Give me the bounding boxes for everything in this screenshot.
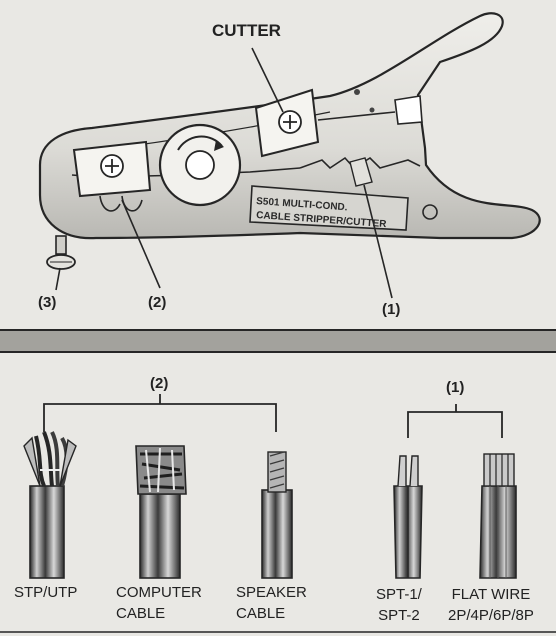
leader-cutter (251, 47, 284, 113)
cable-name-speaker: SPEAKER CABLE (236, 584, 307, 622)
callout-1: (1) (382, 301, 401, 318)
panel-divider (0, 330, 556, 352)
cable-flat-wire (479, 453, 517, 579)
bracket-group-1 (407, 404, 503, 438)
rotation-dial (158, 123, 242, 207)
group-2-label: (2) (150, 375, 169, 392)
stripper-tool (38, 12, 541, 299)
callout-3: (3) (38, 294, 57, 311)
cable-computer (135, 445, 187, 579)
leader-2 (121, 199, 161, 289)
cable-spt (393, 455, 423, 579)
cutter-block (254, 88, 396, 158)
thumb-screw (46, 235, 76, 270)
cable-name-computer: COMPUTER CABLE (116, 584, 202, 622)
cable-name-stp-utp: STP/UTP (14, 584, 78, 601)
cable-name-flat-wire: FLAT WIRE 2P/4P/6P/8P (448, 586, 534, 624)
cable-stp-utp (23, 431, 77, 579)
leader-3 (55, 267, 61, 291)
callout-2: (2) (148, 294, 167, 311)
group-1-label: (1) (446, 379, 465, 396)
bracket-group-2 (43, 394, 277, 432)
leader-1 (363, 184, 393, 299)
cable-speaker (261, 451, 293, 579)
cutter-label: CUTTER (212, 21, 281, 40)
model-plate (249, 185, 409, 231)
cable-name-spt: SPT-1/ SPT-2 (376, 586, 422, 624)
